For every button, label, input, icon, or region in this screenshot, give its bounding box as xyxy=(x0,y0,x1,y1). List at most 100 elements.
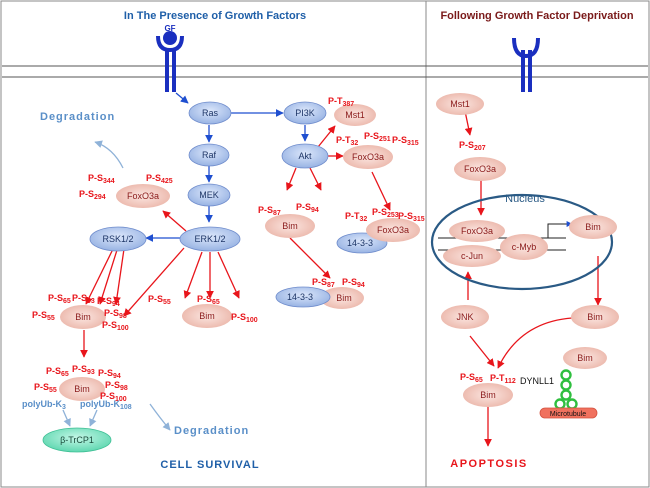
phospho-bim-1433-s94: P-S94 xyxy=(342,277,365,289)
node-bim-gene: Bim xyxy=(569,215,617,239)
phospho-mst1-t387: P-T387 xyxy=(328,96,354,108)
degradation-arrows xyxy=(62,140,171,431)
phospho-foxo-rsk-s344: P-S344 xyxy=(88,173,115,185)
phospho-foxo-1433-s253: P-S253 xyxy=(372,207,399,219)
node-bim-ub: Bim xyxy=(59,377,105,401)
svg-text:14-3-3: 14-3-3 xyxy=(287,292,313,302)
polyub-k3-label: polyUb-K3 xyxy=(22,399,66,411)
svg-text:Bim: Bim xyxy=(480,390,496,400)
dynll1-chain-icon xyxy=(554,369,578,410)
node-ras: Ras xyxy=(188,101,232,125)
phospho-foxo-rsk-s294: P-S294 xyxy=(79,189,106,201)
svg-text:PI3K: PI3K xyxy=(295,108,315,118)
phospho-foxo-rsk-s425: P-S425 xyxy=(146,173,173,185)
node-btrcp1: β-TrCP1 xyxy=(42,427,112,453)
phospho-foxo-1433-s315: P-S315 xyxy=(398,211,425,223)
phospho-bim-rsk-s98: P-S98 xyxy=(104,308,127,320)
svg-text:c-Jun: c-Jun xyxy=(461,251,483,261)
dynll1-label: DYNLL1 xyxy=(520,376,554,386)
svg-text:FoxO3a: FoxO3a xyxy=(377,225,409,235)
phospho-bim-rsk-s100: P-S100 xyxy=(102,320,129,332)
svg-text:Bim: Bim xyxy=(199,311,215,321)
phospho-bim-akt-s87: P-S87 xyxy=(258,205,281,217)
phospho-bim-ub-s93: P-S93 xyxy=(72,364,95,376)
svg-text:FoxO3a: FoxO3a xyxy=(127,191,159,201)
phospho-labels: P-T387 P-T32 P-S251 P-S315 P-S87 P-S94 P… xyxy=(32,96,516,403)
phospho-foxo-right-s207: P-S207 xyxy=(459,140,486,152)
phospho-bim-erk-s65: P-S65 xyxy=(197,294,220,306)
svg-text:Bim: Bim xyxy=(336,293,352,303)
svg-text:Microtubule: Microtubule xyxy=(550,411,586,418)
phospho-foxo-akt-s315: P-S315 xyxy=(392,135,419,147)
empty-receptor xyxy=(512,37,540,92)
node-bim-rsk: Bim xyxy=(60,305,106,329)
node-bim-cyto: Bim xyxy=(571,305,619,329)
polyub-k108-label: polyUb-K108 xyxy=(80,399,132,411)
nucleus-envelope xyxy=(430,193,614,291)
degradation-top-label: Degradation xyxy=(40,111,115,123)
cell-survival-label: CELL SURVIVAL xyxy=(160,459,259,471)
phospho-bim-apop-t112: P-T112 xyxy=(490,373,516,385)
gf-receptor: GF xyxy=(156,24,184,92)
nucleus-label: Nucleus xyxy=(505,193,545,205)
node-bim-apoptosis: Bim xyxy=(463,383,513,407)
svg-text:FoxO3a: FoxO3a xyxy=(464,164,496,174)
svg-text:Mst1: Mst1 xyxy=(450,99,470,109)
node-foxo3a-right: FoxO3a xyxy=(454,157,506,181)
svg-text:14-3-3: 14-3-3 xyxy=(347,238,373,248)
node-cjun: c-Jun xyxy=(443,245,501,267)
node-bim-1433: Bim xyxy=(320,287,364,309)
left-panel-title: In The Presence of Growth Factors xyxy=(124,10,306,22)
svg-text:c-Myb: c-Myb xyxy=(512,242,537,252)
node-jnk: JNK xyxy=(441,305,489,329)
cell-membrane xyxy=(2,65,648,78)
phospho-bim-rsk-s94: P-S94 xyxy=(97,296,120,308)
right-panel-title: Following Growth Factor Deprivation xyxy=(440,10,633,22)
node-rsk: RSK1/2 xyxy=(89,226,147,252)
phospho-bim-ub-s55: P-S55 xyxy=(34,382,57,394)
svg-text:MEK: MEK xyxy=(199,190,219,200)
phospho-bim-rsk-s55: P-S55 xyxy=(32,310,55,322)
svg-text:Bim: Bim xyxy=(75,312,91,322)
phospho-bim-erk-s55: P-S55 xyxy=(148,294,171,306)
node-bim-erk: Bim xyxy=(182,304,232,328)
phospho-foxo-akt-t32: P-T32 xyxy=(336,135,358,147)
svg-text:ERK1/2: ERK1/2 xyxy=(194,234,225,244)
node-erk: ERK1/2 xyxy=(179,226,241,252)
phospho-bim-rsk-s65: P-S65 xyxy=(48,293,71,305)
node-foxo3a-1433: FoxO3a xyxy=(366,218,420,242)
svg-text:FoxO3a: FoxO3a xyxy=(461,226,493,236)
svg-text:FoxO3a: FoxO3a xyxy=(352,152,384,162)
node-mst1-left: Mst1 xyxy=(334,104,376,126)
red-arrows xyxy=(80,110,602,447)
phospho-bim-akt-s94: P-S94 xyxy=(296,202,319,214)
phospho-bim-ub-s65: P-S65 xyxy=(46,366,69,378)
degradation-bottom-label: Degradation xyxy=(174,425,249,437)
phospho-bim-1433-s87: P-S87 xyxy=(312,277,335,289)
gf-ligand-icon xyxy=(163,31,177,45)
node-akt: Akt xyxy=(281,143,329,169)
node-mst1-right: Mst1 xyxy=(436,93,484,115)
microtubule: Microtubule xyxy=(539,407,598,419)
svg-text:Bim: Bim xyxy=(282,221,298,231)
svg-text:Mst1: Mst1 xyxy=(345,110,365,120)
svg-text:Bim: Bim xyxy=(74,384,90,394)
node-bim-microtubule: Bim xyxy=(563,347,607,369)
svg-text:RSK1/2: RSK1/2 xyxy=(102,234,133,244)
node-14-3-3-bim: 14-3-3 xyxy=(275,286,331,308)
phospho-foxo-akt-s251: P-S251 xyxy=(364,131,391,143)
phospho-bim-ub-s94: P-S94 xyxy=(98,368,121,380)
phospho-bim-ub-s98: P-S98 xyxy=(105,380,128,392)
svg-text:Akt: Akt xyxy=(298,151,312,161)
svg-text:Bim: Bim xyxy=(585,222,601,232)
node-raf: Raf xyxy=(188,143,230,167)
phospho-bim-rsk-s93: P-S93 xyxy=(72,293,95,305)
svg-text:Ras: Ras xyxy=(202,108,219,118)
phospho-bim-apop-s65: P-S65 xyxy=(460,372,483,384)
svg-text:β-TrCP1: β-TrCP1 xyxy=(60,435,94,445)
svg-text:JNK: JNK xyxy=(456,312,473,322)
gf-label: GF xyxy=(164,24,175,33)
